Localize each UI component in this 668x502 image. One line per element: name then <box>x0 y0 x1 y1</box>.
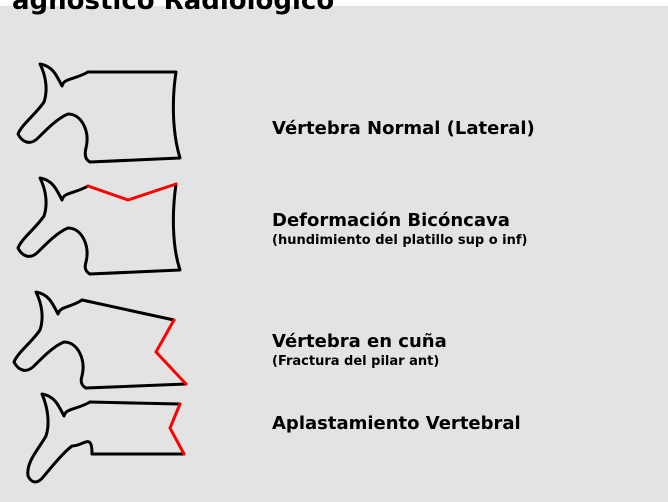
vertebra-biconcave-pedicle <box>16 176 92 276</box>
vertebra-crush-fracture <box>168 402 186 456</box>
label-wedge: Vértebra en cuña (Fractura del pilar ant… <box>272 331 447 370</box>
label-biconcave: Deformación Bicóncava (hundimiento del p… <box>272 210 527 249</box>
content-panel <box>0 6 668 502</box>
slide-title: agnóstico Radiológico <box>12 0 335 16</box>
label-wedge-subtitle: (Fractura del pilar ant) <box>272 354 440 369</box>
vertebra-biconcave-upper-plate <box>86 182 178 202</box>
label-normal: Vértebra Normal (Lateral) <box>272 118 535 140</box>
label-biconcave-title: Deformación Bicóncava <box>272 210 510 231</box>
vertebra-biconcave-drawing <box>16 176 182 276</box>
vertebra-wedge-drawing <box>12 290 188 390</box>
vertebra-crush-drawing <box>26 392 186 484</box>
vertebra-crush-pedicle <box>26 392 94 484</box>
vertebra-wedge-pedicle <box>12 290 88 390</box>
label-crush-title: Aplastamiento Vertebral <box>272 413 521 434</box>
vertebra-wedge-body <box>80 298 188 390</box>
vertebra-wedge-anterior-fracture <box>154 318 188 386</box>
label-crush: Aplastamiento Vertebral <box>272 413 521 435</box>
label-wedge-title: Vértebra en cuña <box>272 331 447 352</box>
label-biconcave-subtitle: (hundimiento del platillo sup o inf) <box>272 233 528 248</box>
vertebra-normal-pedicle <box>16 62 92 164</box>
vertebra-biconcave-body <box>88 182 182 276</box>
vertebra-normal-drawing <box>16 62 182 164</box>
vertebra-crush-body <box>88 400 186 456</box>
label-normal-title: Vértebra Normal (Lateral) <box>272 118 535 139</box>
vertebra-normal-body <box>86 70 182 164</box>
